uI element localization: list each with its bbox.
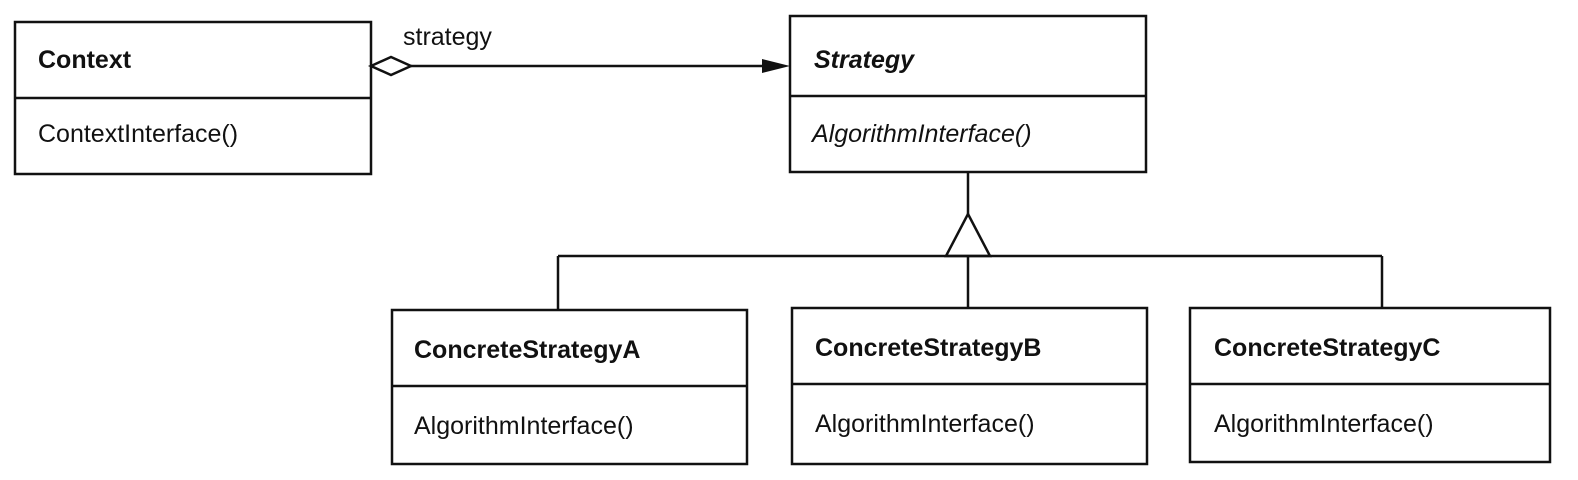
class-concrete-strategy-c-operation: AlgorithmInterface() <box>1214 410 1434 438</box>
association-role-label: strategy <box>403 23 492 51</box>
class-strategy: Strategy AlgorithmInterface() <box>788 14 1148 174</box>
class-concrete-strategy-b-operation: AlgorithmInterface() <box>815 410 1035 438</box>
class-context-name: Context <box>38 46 132 74</box>
association-arrowhead <box>762 59 790 73</box>
class-concrete-strategy-a: ConcreteStrategyA AlgorithmInterface() <box>390 308 749 466</box>
class-concrete-strategy-a-name: ConcreteStrategyA <box>414 336 640 364</box>
inheritance-tree <box>556 172 1384 310</box>
class-strategy-box <box>788 14 1148 174</box>
class-concrete-strategy-b: ConcreteStrategyB AlgorithmInterface() <box>790 306 1149 466</box>
inheritance-triangle <box>943 211 993 258</box>
class-concrete-strategy-c-name: ConcreteStrategyC <box>1214 334 1440 362</box>
class-concrete-strategy-b-box <box>790 306 1149 466</box>
class-strategy-operation: AlgorithmInterface() <box>810 120 1032 148</box>
class-strategy-name: Strategy <box>814 46 915 74</box>
class-concrete-strategy-b-name: ConcreteStrategyB <box>815 334 1041 362</box>
class-concrete-strategy-a-operation: AlgorithmInterface() <box>414 412 634 440</box>
class-concrete-strategy-c: ConcreteStrategyC AlgorithmInterface() <box>1188 306 1552 464</box>
class-context: Context ContextInterface() <box>13 20 373 176</box>
aggregation-diamond <box>367 55 415 77</box>
class-context-operation: ContextInterface() <box>38 120 238 148</box>
aggregation-association: strategy <box>367 23 790 77</box>
